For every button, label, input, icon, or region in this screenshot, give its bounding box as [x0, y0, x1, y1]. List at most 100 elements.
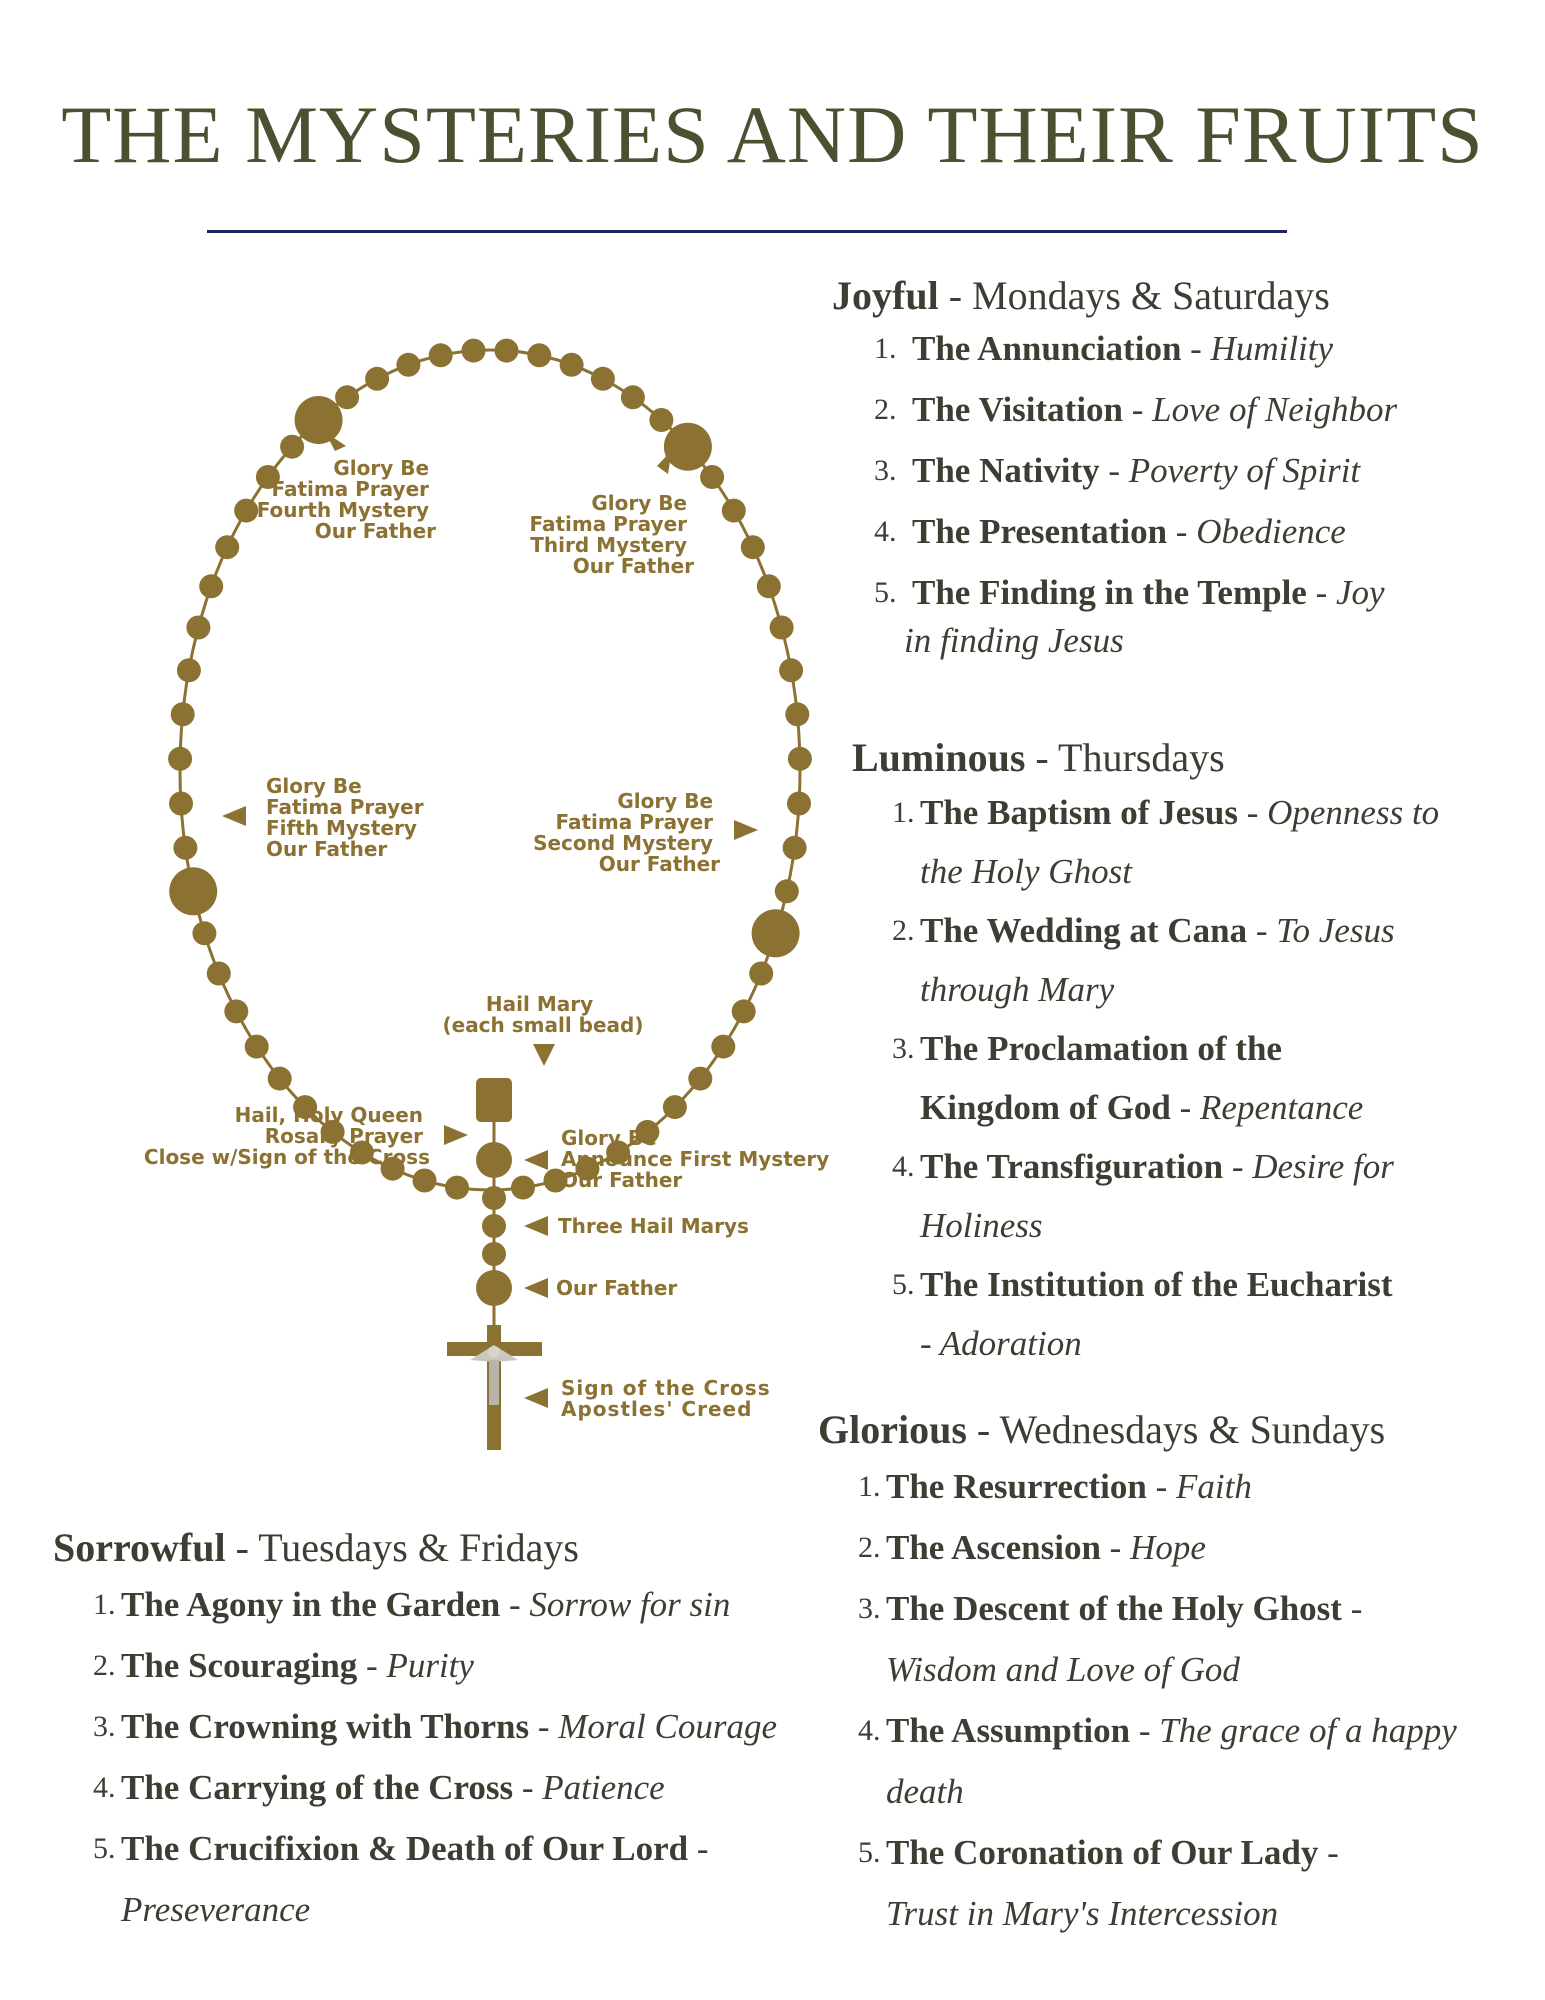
rosary-bead: [365, 366, 390, 391]
list-item: 1.The Annunciation - Humility: [874, 329, 1334, 368]
crucifix-icon: [447, 1325, 542, 1450]
rosary-bead: [649, 408, 674, 432]
rosary-bead: [787, 791, 811, 816]
rosary-bead: [412, 1168, 437, 1193]
rosary-bead: [335, 385, 360, 410]
rosary-bead-large: [294, 396, 343, 444]
rosary-bead-large: [476, 1142, 512, 1178]
luminous-days: - Thursdays: [1025, 735, 1225, 780]
list-item: 4.The Assumption - The grace of a happy: [858, 1711, 1457, 1750]
label-second: Glory Be Fatima Prayer Second Mystery Ou…: [533, 789, 720, 876]
rosary-bead: [779, 658, 804, 683]
label-fourth: Glory Be Fatima Prayer Fourth Mystery Ou…: [257, 456, 436, 543]
label-our-father: Our Father: [556, 1276, 677, 1300]
label-first: Glory Be Announce First Mystery Our Fath…: [561, 1126, 836, 1192]
list-item: 4.The Carrying of the Cross - Patience: [93, 1768, 665, 1807]
list-item-continued: Kingdom of God - Repentance: [920, 1088, 1364, 1127]
label-cross: Sign of the Cross Apostles' Creed: [561, 1376, 779, 1421]
rosary-bead: [169, 791, 193, 816]
list-item: 2.The Ascension - Hope: [858, 1528, 1206, 1567]
list-item: 4.The Presentation - Obedience: [874, 512, 1346, 551]
rosary-bead: [782, 835, 807, 860]
arrow-hail-mary-icon: [533, 1044, 555, 1066]
list-item-continued: Trust in Mary's Intercession: [886, 1894, 1279, 1933]
glorious-section: Glorious - Wednesdays & Sundays 1.The Re…: [818, 1406, 1457, 1934]
rosary-bead: [527, 343, 552, 368]
list-item: 5. The Institution of the Eucharist: [892, 1265, 1393, 1304]
label-third: Glory Be Fatima Prayer Third Mystery Our…: [529, 491, 694, 578]
rosary-bead: [461, 338, 486, 363]
arrow-fifth-icon: [222, 806, 246, 826]
rosary-diagram: Glory Be Fatima Prayer Fourth Mystery Ou…: [144, 338, 836, 1450]
rosary-bead: [176, 658, 201, 683]
luminous-heading: Luminous - Thursdays: [852, 734, 1439, 781]
rosary-bead: [244, 1034, 269, 1059]
joyful-name: Joyful: [832, 273, 939, 318]
list-item-continued: Wisdom and Love of God: [886, 1650, 1240, 1689]
rosary-bead: [482, 1242, 506, 1266]
rosary-bead: [192, 921, 217, 946]
rosary-bead-large: [663, 422, 712, 471]
rosary-bead: [206, 961, 231, 986]
rosary-bead: [740, 535, 765, 560]
rosary-bead: [511, 1175, 535, 1200]
rosary-bead: [224, 999, 249, 1024]
sorrowful-heading: Sorrowful - Tuesdays & Fridays: [53, 1524, 777, 1571]
rosary-bead: [543, 1168, 568, 1193]
rosary-bead: [700, 465, 725, 489]
rosary-bead: [769, 615, 794, 640]
arrow-our-father-icon: [524, 1278, 548, 1298]
arrow-cross-icon: [524, 1388, 548, 1408]
rosary-bead: [749, 961, 774, 986]
rosary-bead: [186, 615, 211, 640]
rosary-bead-large: [476, 1270, 512, 1306]
rosary-bead: [774, 879, 799, 904]
rosary-bead: [170, 702, 195, 727]
list-item-continued: in finding Jesus: [904, 621, 1124, 660]
sorrowful-days: - Tuesdays & Fridays: [225, 1525, 579, 1570]
list-item: 2.The Visitation - Love of Neighbor: [874, 390, 1398, 429]
rosary-bead: [482, 1186, 506, 1210]
joyful-heading: Joyful - Mondays & Saturdays: [832, 272, 1397, 319]
arrow-first-icon: [524, 1150, 548, 1170]
list-item-continued: through Mary: [920, 970, 1115, 1009]
rosary-bead: [280, 434, 305, 459]
rosary-bead: [620, 385, 645, 410]
list-item: 5.The Finding in the Temple - Joy: [874, 573, 1385, 612]
luminous-name: Luminous: [852, 735, 1026, 780]
label-fifth: Glory Be Fatima Prayer Fifth Mystery Our…: [266, 774, 431, 861]
list-item-continued: Holiness: [920, 1206, 1043, 1245]
rosary-bead: [688, 1066, 713, 1091]
rosary-bead: [787, 746, 812, 771]
list-item-continued: the Holy Ghost: [920, 852, 1132, 891]
rosary-bead: [494, 338, 519, 363]
list-item: 1.The Resurrection - Faith: [858, 1467, 1252, 1506]
list-item: 1.The Baptism of Jesus - Openness to: [892, 793, 1440, 832]
joyful-section: Joyful - Mondays & Saturdays 1.The Annun…: [832, 272, 1397, 661]
rosary-bead: [756, 574, 781, 599]
rosary-bead: [267, 1066, 292, 1091]
arrow-closing-icon: [444, 1125, 468, 1145]
list-item-continued: death: [886, 1772, 964, 1811]
rosary-bead: [590, 366, 615, 391]
arrow-second-icon: [734, 820, 758, 840]
rosary-bead: [293, 1095, 318, 1120]
glorious-heading: Glorious - Wednesdays & Sundays: [818, 1406, 1457, 1453]
rosary-bead: [785, 702, 810, 727]
rosary-bead: [559, 352, 584, 377]
rosary-bead: [168, 746, 193, 771]
rosary-bead: [173, 835, 198, 860]
label-closing: Hail, Holy Queen Rosary Prayer Close w/S…: [144, 1103, 430, 1169]
list-item-continued: Preseverance: [121, 1890, 311, 1929]
rosary-bead: [482, 1214, 506, 1238]
rosary-bead: [199, 574, 224, 599]
rosary-bead: [349, 1140, 374, 1165]
rosary-bead: [721, 498, 746, 523]
rosary-bead: [255, 465, 280, 489]
sorrowful-name: Sorrowful: [53, 1525, 226, 1570]
rosary-bead: [711, 1034, 736, 1059]
arrow-fourth-icon: [325, 432, 346, 451]
rosary-bead: [234, 498, 259, 523]
list-item: 2.The Wedding at Cana - To Jesus: [892, 911, 1395, 950]
rosary-beads: [168, 338, 812, 1306]
